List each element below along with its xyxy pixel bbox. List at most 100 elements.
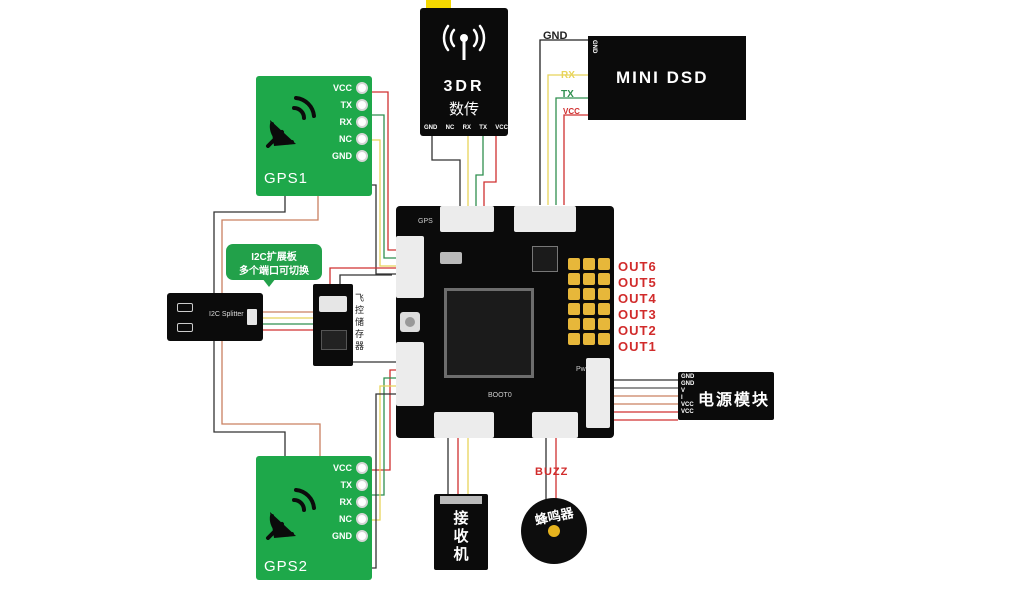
i2c-callout-line1: I2C扩展板: [251, 252, 297, 263]
out5-label: OUT5: [618, 275, 657, 290]
telemetry-connector: [440, 206, 494, 232]
i2c-callout: I2C扩展板 多个端口可切换: [226, 244, 322, 287]
solder-pad: [356, 150, 368, 162]
buzzer-connector: [532, 412, 578, 438]
power-pin: V: [681, 388, 686, 394]
sensor-chip: [532, 246, 558, 272]
osd-wire-label: RX: [561, 70, 575, 81]
radio-subtitle: 数传: [448, 101, 479, 118]
osd-module: MINI DSD GND: [588, 36, 746, 120]
receiver-label-line: 机: [453, 546, 469, 563]
gps-pin-label: VCC: [332, 83, 352, 93]
i2c-connector: [396, 342, 424, 406]
receiver-label-line: 接: [453, 510, 469, 527]
solder-pad: [356, 513, 368, 525]
solder-pad: [356, 462, 368, 474]
osd-wire-label: TX: [561, 89, 574, 100]
solder-pad: [356, 116, 368, 128]
power-pin: VCC: [681, 402, 694, 408]
power-pin: VCC: [681, 409, 694, 415]
i2c-board-chip: [321, 330, 347, 350]
gps1-module: GPS1 VCC TX RX NC GND: [256, 76, 372, 196]
flight-controller-board: GPS BOOT0 Pwr: [396, 206, 614, 438]
receiver-label-line: 收: [453, 528, 469, 545]
gps-pin-label: GND: [332, 531, 352, 541]
radio-pin-row: GND NC RX TX VCC: [424, 125, 508, 131]
buzzer: 蜂鸣器: [521, 498, 587, 564]
radio-pin: VCC: [495, 125, 508, 131]
gps-pin-label: RX: [339, 117, 352, 127]
satellite-dish-icon: [266, 96, 316, 148]
gps-connector: [396, 236, 424, 298]
power-pin: GND: [681, 374, 695, 380]
osd-connector: [514, 206, 576, 232]
splitter-port: [177, 323, 193, 332]
power-pins: GND GND V I VCC VCC: [681, 374, 694, 416]
osd-pin: GND: [591, 40, 597, 54]
power-label: 电源模块: [698, 392, 771, 409]
osd-wire-label: GND: [543, 30, 568, 42]
gps-pin-label: NC: [339, 134, 352, 144]
radio-accent: [426, 0, 451, 8]
gps2-name: GPS2: [264, 558, 309, 575]
i2c-splitter: I2C Splitter: [167, 293, 263, 341]
osd-wire-label: VCC: [563, 107, 580, 116]
gps-pin-label: NC: [339, 514, 352, 524]
receiver-header: [440, 496, 482, 504]
solder-pad: [356, 133, 368, 145]
power-module: GND GND V I VCC VCC 电源模块: [678, 372, 774, 420]
radio-module: 3DR 数传 GND NC RX TX VCC: [420, 8, 508, 136]
power-connector: [586, 358, 610, 428]
osd-title: MINI DSD: [616, 68, 709, 87]
gps-pin-label: TX: [340, 480, 352, 490]
splitter-connector: [247, 309, 257, 325]
solder-pad: [356, 99, 368, 111]
mcu-chip: [444, 288, 534, 378]
gps1-pins: VCC TX RX NC GND: [324, 82, 368, 162]
radio-pin: GND: [424, 125, 438, 131]
gps-pin-label: GND: [332, 151, 352, 161]
receiver-module: 接 收 机: [434, 494, 488, 570]
receiver-connector: [434, 412, 494, 438]
out1-label: OUT1: [618, 339, 657, 354]
out4-label: OUT4: [618, 291, 657, 306]
output-labels: OUT6 OUT5 OUT4 OUT3 OUT2 OUT1: [618, 259, 657, 354]
gps2-pins: VCC TX RX NC GND: [324, 462, 368, 542]
radio-title: 3DR: [443, 78, 485, 95]
solder-pad: [356, 530, 368, 542]
gps-pin-label: VCC: [332, 463, 352, 473]
buzzer-hole: [548, 525, 560, 537]
out6-label: OUT6: [618, 259, 657, 274]
out2-label: OUT2: [618, 323, 657, 338]
i2c-board-connector: [319, 296, 347, 312]
boot-label: BOOT0: [488, 392, 512, 399]
satellite-dish-icon: [266, 488, 316, 540]
servo-header-block: [568, 258, 612, 350]
splitter-label: I2C Splitter: [209, 311, 244, 318]
gps-port-label: GPS: [418, 218, 433, 225]
callout-pointer: [262, 278, 276, 287]
crystal: [440, 252, 462, 264]
gps1-name: GPS1: [264, 170, 309, 187]
radio-pin: NC: [445, 125, 455, 131]
solder-pad: [356, 82, 368, 94]
splitter-port: [177, 303, 193, 312]
i2c-board: [313, 284, 353, 366]
gps-pin-label: RX: [339, 497, 352, 507]
power-port-label: Pwr: [576, 366, 589, 373]
gps2-module: GPS2 VCC TX RX NC GND: [256, 456, 372, 580]
power-pin: GND: [681, 381, 695, 387]
solder-pad: [356, 479, 368, 491]
solder-pad: [356, 496, 368, 508]
buzzer-title: BUZZ: [535, 466, 569, 478]
osd-pin-row: GND: [591, 40, 597, 53]
radio-pin: TX: [479, 125, 487, 131]
out3-label: OUT3: [618, 307, 657, 322]
i2c-callout-line2: 多个端口可切换: [239, 266, 309, 277]
fc-side-label: 飞控储存器: [355, 293, 365, 351]
receiver-label: 接 收 机: [434, 510, 488, 564]
radio-pin: RX: [462, 125, 471, 131]
power-pin: I: [681, 395, 683, 401]
boot-button[interactable]: [400, 312, 420, 332]
